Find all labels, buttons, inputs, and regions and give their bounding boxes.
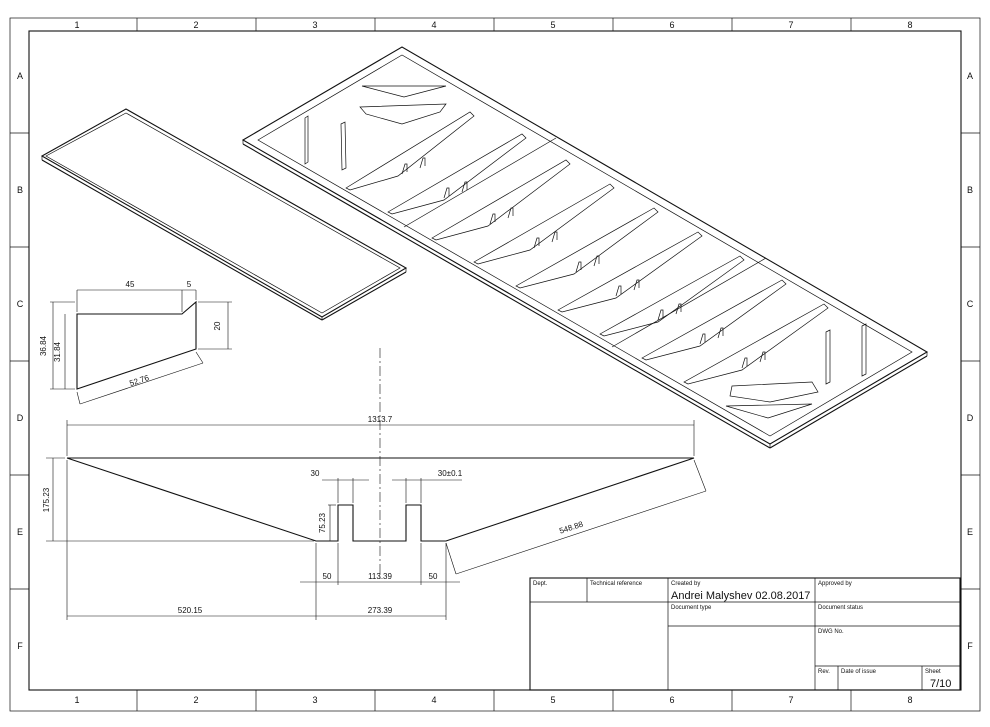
column-labels: 1 2 3 4 5 6 7 8 1 2 3 4 5 6 7 8	[74, 20, 912, 705]
row-label-right: E	[967, 527, 973, 537]
row-label-right: F	[967, 641, 973, 651]
row-label-right: B	[967, 185, 973, 195]
approved-by-label: Approved by	[818, 581, 852, 587]
col-label-bottom: 5	[550, 695, 555, 705]
col-label-bottom: 2	[193, 695, 198, 705]
created-by-label: Created by	[671, 581, 700, 587]
row-label-right: A	[967, 71, 973, 81]
dim-notch-height: 75.23	[318, 512, 327, 533]
dim-seg-left: 50	[323, 572, 332, 581]
drawing-border	[28, 30, 962, 691]
col-label-top: 5	[550, 20, 555, 30]
dim-5: 5	[187, 280, 192, 289]
col-label-bottom: 7	[788, 695, 793, 705]
dim-notch-left: 30	[311, 469, 320, 478]
col-label-top: 2	[193, 20, 198, 30]
dim-height: 175.23	[42, 487, 51, 512]
dim-20: 20	[213, 321, 222, 330]
dim-31-84: 31.84	[53, 341, 62, 362]
dim-notch-right: 30±0.1	[438, 469, 463, 478]
row-label-left: F	[17, 641, 23, 651]
dim-45: 45	[126, 280, 135, 289]
title-block: Dept. Technical reference Created by And…	[529, 577, 961, 691]
col-label-top: 6	[669, 20, 674, 30]
row-label-right: C	[967, 299, 974, 309]
col-label-top: 7	[788, 20, 793, 30]
row-labels: A B C D E F A B C D E F	[17, 71, 974, 651]
row-label-left: B	[17, 185, 23, 195]
tray-tabs	[401, 157, 766, 369]
lid-panel-isometric	[40, 108, 408, 321]
tech-ref-label: Technical reference	[590, 581, 643, 587]
tray-dividers	[345, 111, 829, 385]
col-label-top: 4	[431, 20, 436, 30]
detail-view-wedge: 45 5 20 36.84 31.84 52.76	[39, 280, 232, 405]
col-label-bottom: 4	[431, 695, 436, 705]
col-label-top: 3	[312, 20, 317, 30]
doc-status-label: Document status	[818, 605, 863, 611]
date-of-issue-label: Date of issue	[841, 669, 877, 675]
col-label-top: 1	[74, 20, 79, 30]
row-label-left: D	[17, 413, 24, 423]
row-ticks	[10, 132, 980, 590]
rev-label: Rev.	[818, 669, 830, 675]
row-label-left: E	[17, 527, 23, 537]
dept-label: Dept.	[533, 581, 548, 587]
dim-overall: 1313.7	[368, 415, 393, 424]
outer-frame	[9, 17, 981, 712]
dwg-no-label: DWG No.	[818, 629, 844, 635]
col-label-bottom: 6	[669, 695, 674, 705]
sheet-value: 7/10	[930, 678, 951, 690]
dim-bottom-right: 273.39	[368, 606, 393, 615]
dim-bottom-left: 520.15	[178, 606, 203, 615]
sheet-label: Sheet	[925, 669, 941, 675]
col-label-bottom: 3	[312, 695, 317, 705]
row-label-left: A	[17, 71, 23, 81]
dim-slope: 548.88	[558, 519, 585, 535]
row-label-right: D	[967, 413, 974, 423]
row-label-left: C	[17, 299, 24, 309]
dim-seg-mid: 113.39	[368, 572, 392, 581]
col-label-bottom: 1	[74, 695, 79, 705]
created-by-value: Andrei Malyshev 02.08.2017	[671, 590, 810, 602]
doc-type-label: Document type	[671, 605, 712, 611]
column-ticks	[136, 18, 852, 711]
col-label-bottom: 8	[907, 695, 912, 705]
main-flat-view: 1313.7 175.23 30 30±0.1 75.23 548.88 50 …	[42, 415, 707, 620]
tray-isometric	[241, 46, 929, 449]
col-label-top: 8	[907, 20, 912, 30]
dim-52-76: 52.76	[128, 373, 150, 388]
dim-seg-right: 50	[429, 572, 438, 581]
dim-36-84: 36.84	[39, 335, 48, 356]
